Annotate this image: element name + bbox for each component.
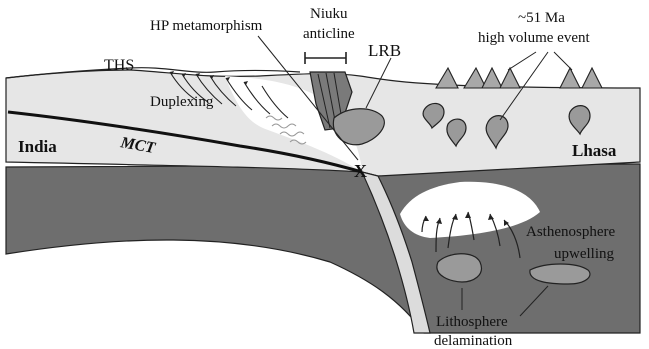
lithosphere-label-line2: delamination — [434, 333, 513, 349]
asthenosphere-label-line1: Asthenosphere — [526, 224, 615, 240]
india-label: India — [18, 137, 57, 156]
lrb-label: LRB — [368, 41, 401, 60]
volcano — [436, 68, 458, 88]
mantle-block — [6, 164, 640, 333]
x-marker: X — [354, 161, 367, 181]
ths-label: THS — [104, 57, 134, 74]
volcano — [482, 68, 502, 88]
volcano — [582, 68, 602, 88]
volcano — [464, 68, 486, 88]
lhasa-label: Lhasa — [572, 141, 617, 160]
duplexing-label: Duplexing — [150, 94, 214, 110]
event-label-line2: high volume event — [478, 30, 590, 46]
niuku-scale-bar — [305, 52, 346, 64]
event-label-line1: ~51 Ma — [518, 10, 565, 26]
volcano — [500, 68, 520, 88]
asthenosphere-label-line2: upwelling — [554, 246, 614, 262]
niuku-anticline-label-line2: anticline — [303, 26, 355, 42]
niuku-anticline-label-line1: Niuku — [310, 6, 348, 22]
volcano — [560, 68, 580, 88]
hp-metamorphism-label: HP metamorphism — [150, 18, 263, 34]
lithosphere-label-line1: Lithosphere — [436, 314, 508, 330]
delaminated-block — [530, 264, 590, 284]
